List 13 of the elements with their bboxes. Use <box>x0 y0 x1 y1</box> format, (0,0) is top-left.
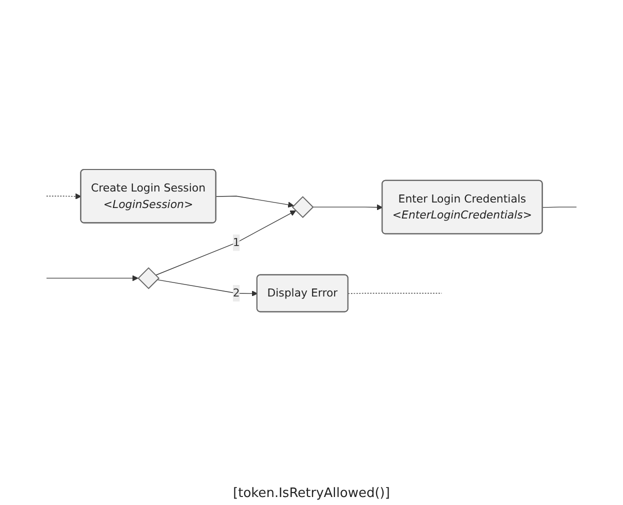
edge-label: 2 <box>232 286 240 300</box>
connector <box>348 293 442 294</box>
arrow <box>46 276 138 282</box>
arrow <box>216 196 294 208</box>
edge-label: 1 <box>232 236 240 250</box>
arrow <box>156 280 258 297</box>
arrow <box>155 210 296 276</box>
connector <box>542 207 577 208</box>
guard-condition-label: [token.IsRetryAllowed()] <box>233 486 390 501</box>
arrow <box>46 194 82 200</box>
node-diamond <box>292 196 314 218</box>
node-diamond <box>138 268 160 290</box>
arrow <box>312 204 383 211</box>
